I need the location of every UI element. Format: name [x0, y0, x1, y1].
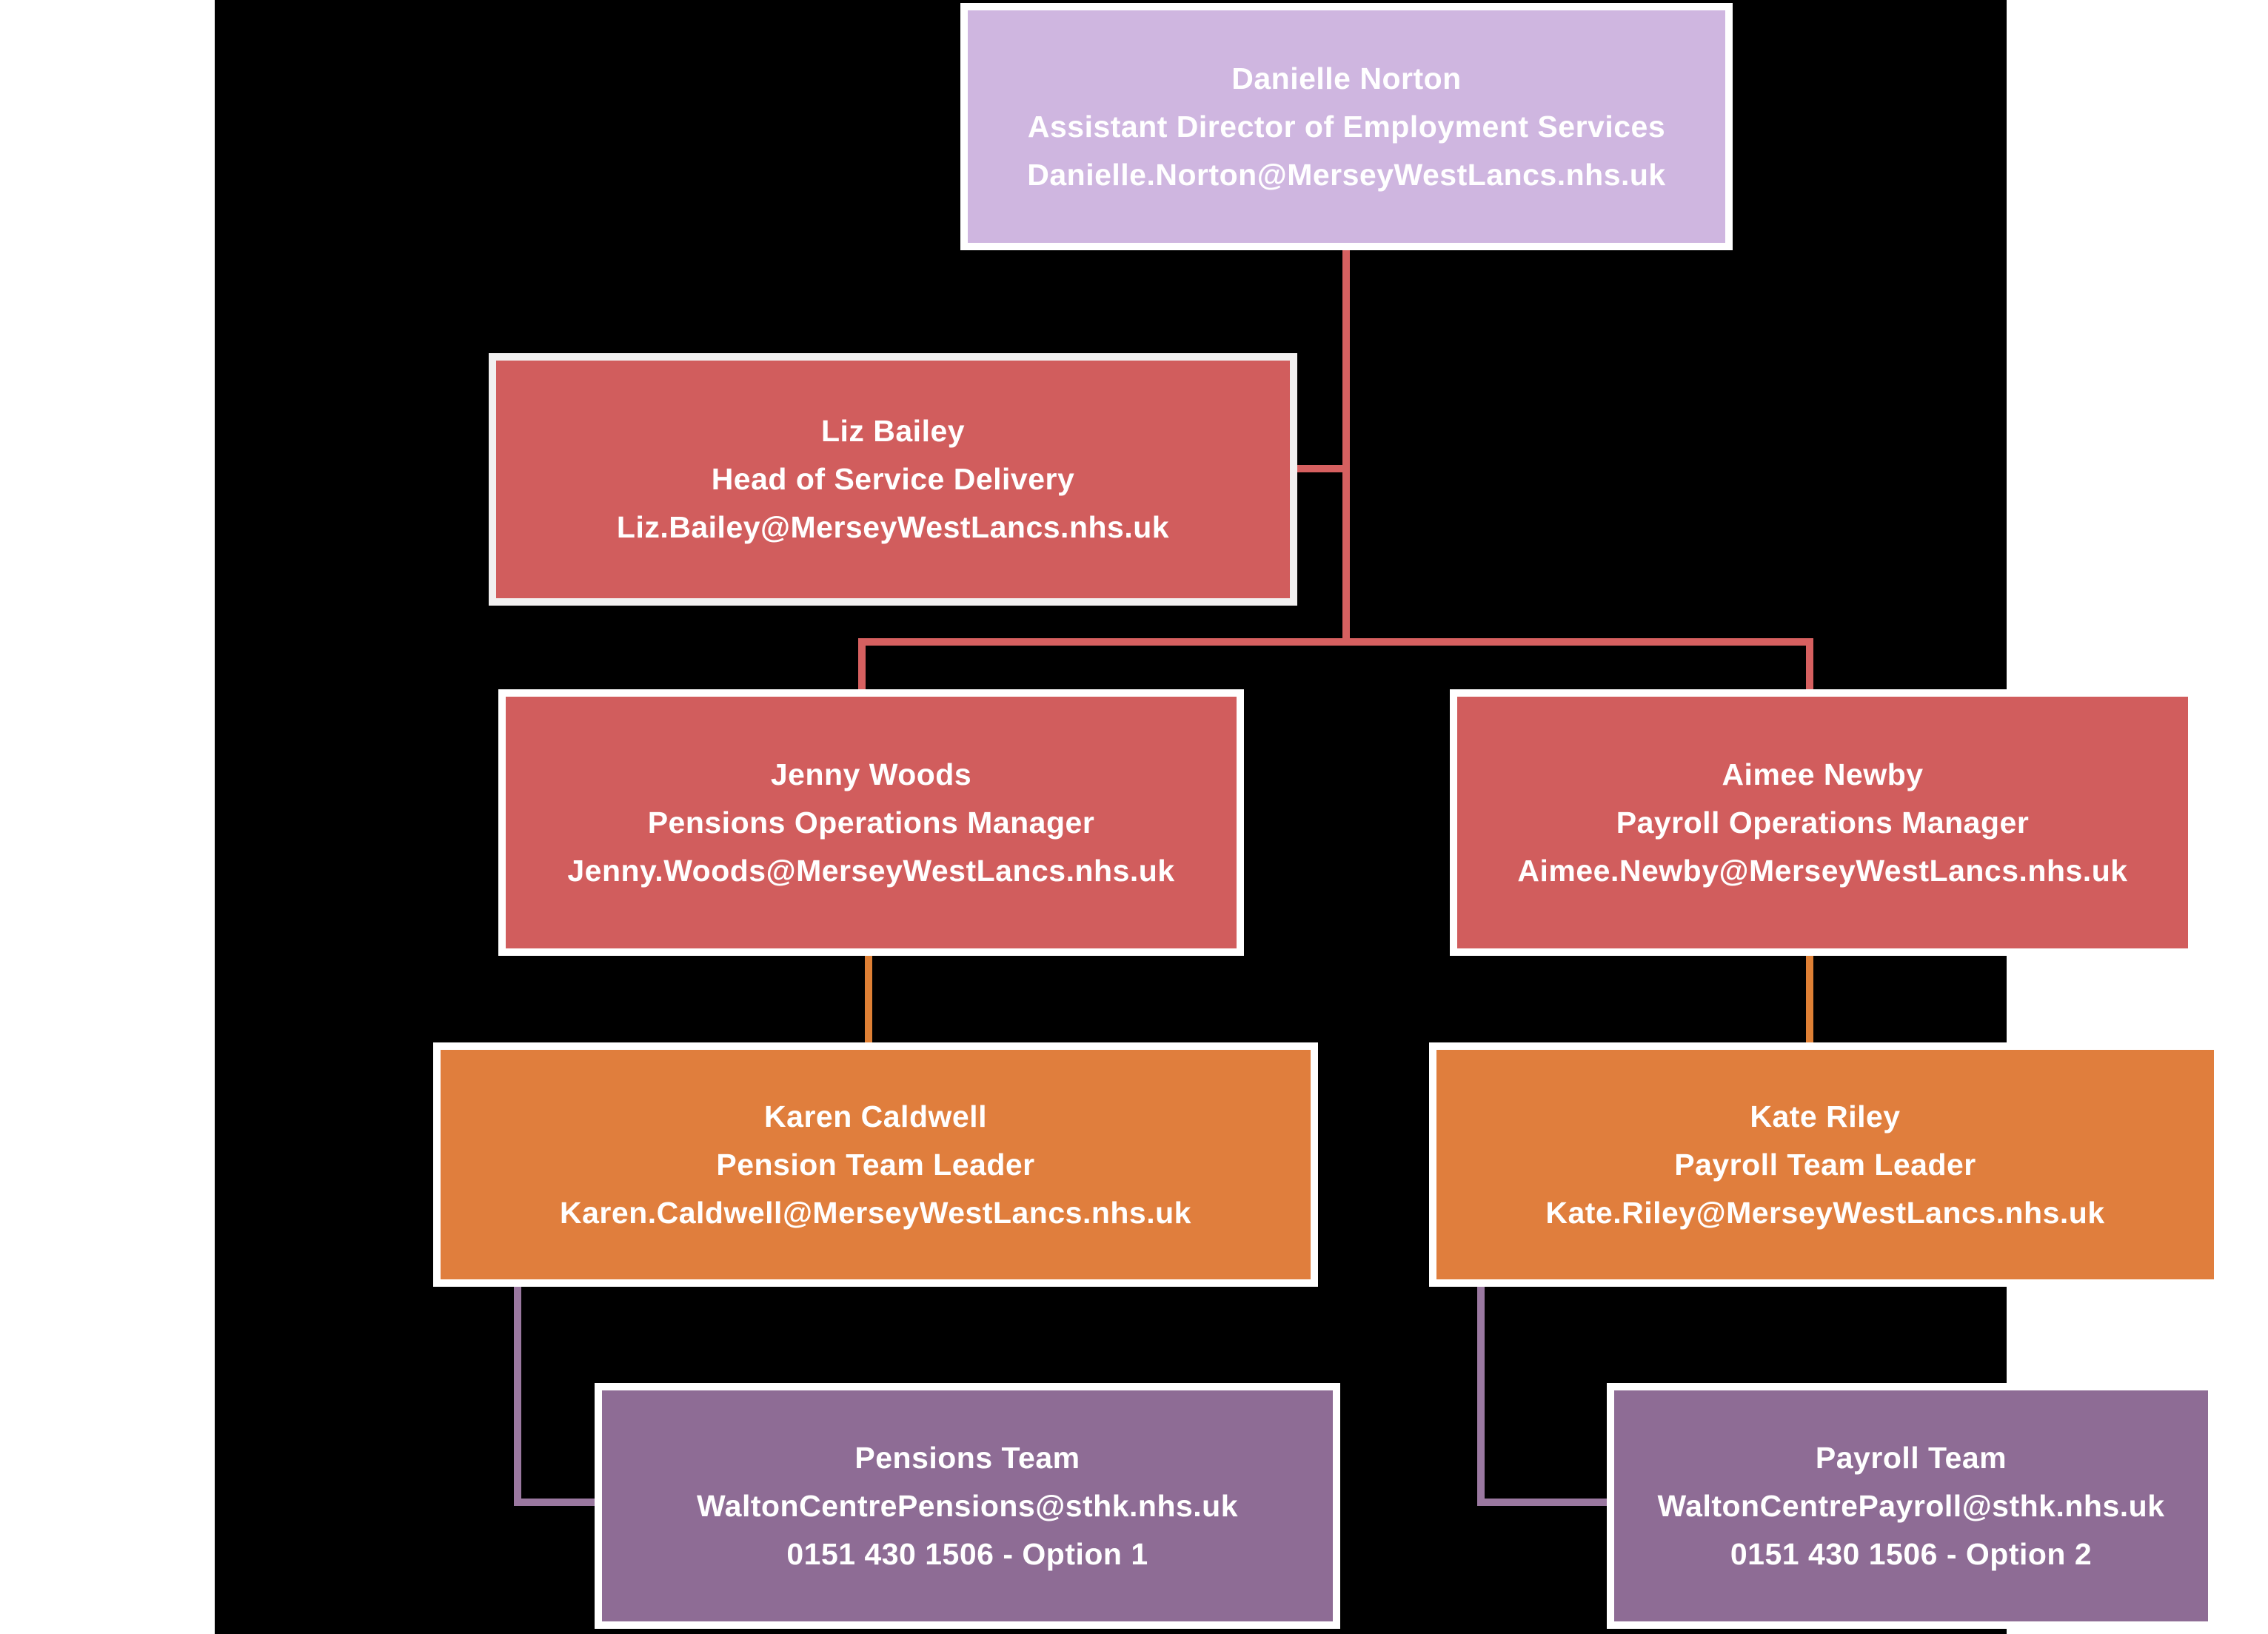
- team-email: WaltonCentrePayroll@sthk.nhs.uk: [1657, 1488, 2165, 1523]
- person-name: Jenny Woods: [770, 757, 972, 791]
- person-email: Danielle.Norton@MerseyWestLancs.nhs.uk: [1027, 157, 1666, 192]
- person-name: Liz Bailey: [820, 414, 966, 448]
- connector-karen-pensions-horiz: [514, 1499, 599, 1506]
- chart-canvas: Danielle Norton Assistant Director of Em…: [215, 0, 2221, 1634]
- person-role: Pension Team Leader: [716, 1147, 1035, 1182]
- org-node-kate-riley: Kate Riley Payroll Team Leader Kate.Rile…: [1429, 1042, 2221, 1287]
- org-node-danielle-norton: Danielle Norton Assistant Director of Em…: [960, 3, 1733, 250]
- person-role: Head of Service Delivery: [711, 462, 1075, 496]
- person-name: Karen Caldwell: [764, 1099, 987, 1134]
- connector-jenny-karen: [865, 953, 872, 1042]
- team-name: Payroll Team: [1815, 1440, 2007, 1475]
- person-email: Liz.Bailey@MerseyWestLancs.nhs.uk: [616, 510, 1170, 544]
- connector-kate-payroll-horiz: [1477, 1499, 1614, 1506]
- person-email: Jenny.Woods@MerseyWestLancs.nhs.uk: [567, 853, 1175, 888]
- connector-split-horizontal: [858, 638, 1813, 646]
- person-role: Pensions Operations Manager: [647, 805, 1095, 840]
- team-phone: 0151 430 1506 - Option 1: [786, 1536, 1148, 1571]
- org-node-pensions-team: Pensions Team WaltonCentrePensions@sthk.…: [595, 1383, 1340, 1629]
- connector-kate-payroll-vert: [1477, 1284, 1485, 1506]
- connector-danielle-liz: [1294, 465, 1346, 472]
- org-node-aimee-newby: Aimee Newby Payroll Operations Manager A…: [1450, 689, 2195, 956]
- connector-aimee-kate: [1806, 953, 1813, 1042]
- org-node-karen-caldwell: Karen Caldwell Pension Team Leader Karen…: [433, 1042, 1318, 1287]
- team-email: WaltonCentrePensions@sthk.nhs.uk: [696, 1488, 1239, 1523]
- person-name: Kate Riley: [1750, 1099, 1901, 1134]
- person-role: Assistant Director of Employment Service…: [1027, 109, 1666, 144]
- person-role: Payroll Operations Manager: [1616, 805, 2030, 840]
- org-node-liz-bailey: Liz Bailey Head of Service Delivery Liz.…: [489, 353, 1297, 606]
- team-phone: 0151 430 1506 - Option 2: [1730, 1536, 2093, 1571]
- person-role: Payroll Team Leader: [1674, 1147, 1976, 1182]
- connector-danielle-down: [1342, 249, 1350, 643]
- person-email: Kate.Riley@MerseyWestLancs.nhs.uk: [1545, 1195, 2105, 1230]
- connector-karen-pensions-vert: [514, 1284, 521, 1506]
- person-name: Danielle Norton: [1231, 61, 1462, 96]
- team-name: Pensions Team: [854, 1440, 1080, 1475]
- person-email: Aimee.Newby@MerseyWestLancs.nhs.uk: [1517, 853, 2128, 888]
- person-name: Aimee Newby: [1722, 757, 1924, 791]
- person-email: Karen.Caldwell@MerseyWestLancs.nhs.uk: [560, 1195, 1191, 1230]
- connector-drop-jenny: [858, 638, 866, 691]
- connector-drop-aimee: [1806, 638, 1813, 691]
- org-node-payroll-team: Payroll Team WaltonCentrePayroll@sthk.nh…: [1607, 1383, 2215, 1629]
- org-node-jenny-woods: Jenny Woods Pensions Operations Manager …: [498, 689, 1244, 956]
